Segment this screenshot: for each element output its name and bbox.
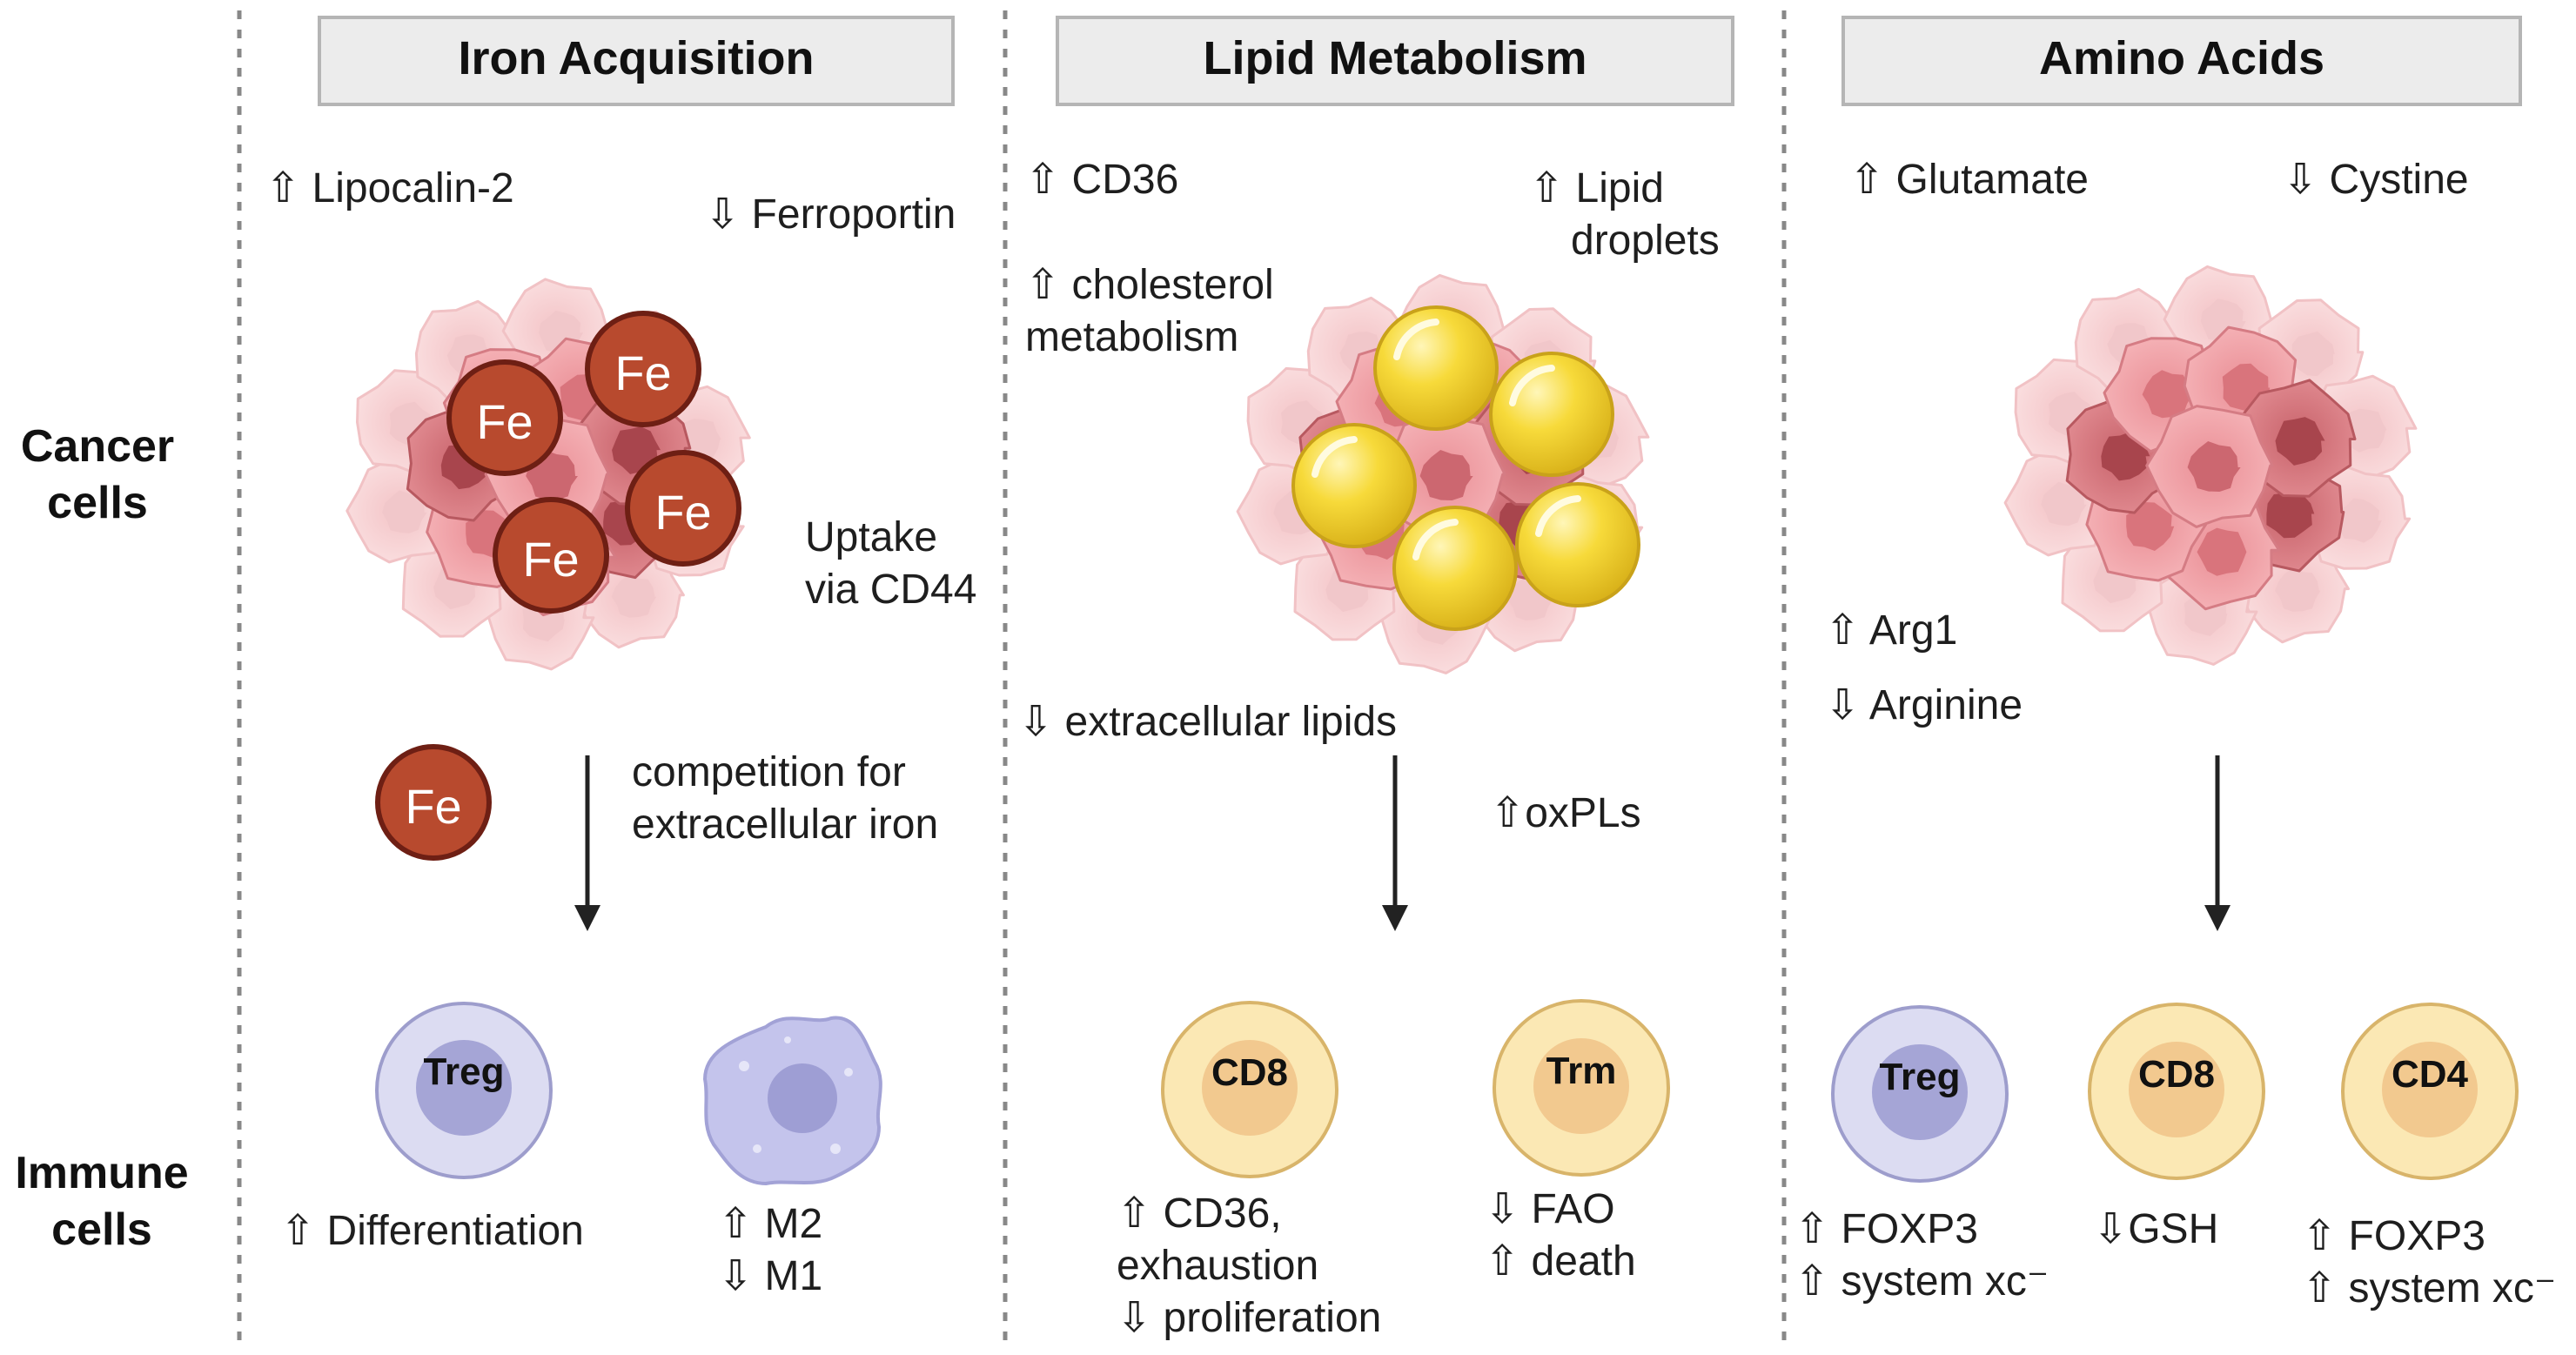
treg-label: Treg xyxy=(1880,1056,1961,1098)
cd4-caption-line1: ⇧ FOXP3 xyxy=(2302,1213,2485,1259)
row-label-cancer-line2: cells xyxy=(47,478,148,528)
tumor-cell-nucleus xyxy=(1419,450,1473,500)
extracellular-iron-ion: Fe xyxy=(375,744,492,861)
macrophage-cell xyxy=(702,1016,882,1186)
iron-ion: Fe xyxy=(446,359,563,476)
svg-text:Fe: Fe xyxy=(522,532,579,587)
header-lipid-title: Lipid Metabolism xyxy=(1203,32,1587,84)
lipid-droplets-label-line1: ⇧ Lipid xyxy=(1529,165,1664,211)
row-label-cancer: Cancer cells xyxy=(21,421,174,528)
tumor-cell-nucleus xyxy=(2341,408,2387,453)
tumor-cell-nucleus xyxy=(2266,489,2315,539)
glutamate-label: ⇧ Glutamate xyxy=(1849,157,2089,203)
svg-text:Fe: Fe xyxy=(476,394,533,449)
competition-label-line1: competition for xyxy=(632,749,906,795)
tumor-cell-nucleus xyxy=(2142,370,2192,419)
cd4-label: CD4 xyxy=(2392,1053,2469,1096)
tumor-cell-nucleus xyxy=(2291,331,2335,377)
amino-panel-content: ⇧ Glutamate ⇩ Cystine ⇧ Arg1 ⇩ Arginine … xyxy=(1794,157,2556,1311)
uptake-label-line1: Uptake xyxy=(805,514,937,560)
tumor-cell-nucleus xyxy=(2187,441,2241,492)
cd4-caption-line2: ⇧ system xc⁻ xyxy=(2302,1265,2556,1311)
lipocalin-label: ⇧ Lipocalin-2 xyxy=(265,165,514,211)
iron-ion: Fe xyxy=(585,311,701,427)
trm-cell: Trm xyxy=(1493,999,1670,1177)
header-lipid: Lipid Metabolism xyxy=(1056,16,1734,106)
cd8-caption-line3: ⇩ proliferation xyxy=(1117,1295,1381,1341)
treg-cell-amino: Treg xyxy=(1831,1005,2009,1183)
lipid-droplet xyxy=(1291,423,1417,548)
tumor-cell-nucleus xyxy=(2275,567,2321,612)
iron-ion: Fe xyxy=(493,497,609,614)
ferroportin-label: ⇩ Ferroportin xyxy=(705,191,956,238)
uptake-label-line2: via CD44 xyxy=(805,567,976,613)
lipid-droplets-label-line2: droplets xyxy=(1571,218,1720,264)
lipid-droplet xyxy=(1515,482,1640,607)
cd4-cell: CD4 xyxy=(2341,1003,2519,1180)
arrow-iron xyxy=(574,755,600,931)
panel-dividers xyxy=(237,10,1787,1345)
cd8-cell-amino: CD8 xyxy=(2088,1003,2265,1180)
oxpls-label: ⇧oxPLs xyxy=(1490,790,1641,836)
treg-cell-iron: Treg xyxy=(375,1002,553,1179)
tumor-cell-nucleus xyxy=(611,574,657,618)
treg-label: Treg xyxy=(424,1050,505,1093)
cholesterol-label-line2: metabolism xyxy=(1025,314,1238,360)
svg-text:Fe: Fe xyxy=(405,779,461,834)
lipid-droplet xyxy=(1392,506,1518,631)
treg-caption-line1: ⇧ FOXP3 xyxy=(1794,1206,1978,1252)
competition-label-line2: extracellular iron xyxy=(632,802,938,848)
differentiation-label: ⇧ Differentiation xyxy=(280,1208,584,1254)
tumor-cell-nucleus xyxy=(2275,417,2325,466)
treg-caption-line2: ⇧ system xc⁻ xyxy=(1794,1258,2049,1305)
row-label-immune-line1: Immune xyxy=(15,1148,188,1198)
header-amino: Amino Acids xyxy=(1841,16,2522,106)
gsh-label: ⇩GSH xyxy=(2093,1206,2218,1252)
tumor-cell-nucleus xyxy=(2041,481,2087,527)
lipid-panel-content: ⇧ CD36 ⇧ cholesterol metabolism ⇧ Lipid … xyxy=(1018,157,1720,1341)
arginine-label: ⇩ Arginine xyxy=(1825,682,2023,728)
fao-label: ⇩ FAO xyxy=(1485,1186,1615,1232)
header-iron-title: Iron Acquisition xyxy=(459,32,815,84)
arg1-label: ⇧ Arg1 xyxy=(1825,607,1957,654)
cystine-label: ⇩ Cystine xyxy=(2283,157,2469,203)
iron-ion: Fe xyxy=(625,450,741,567)
iron-panel-content: ⇧ Lipocalin-2 ⇩ Ferroportin Fe Fe Fe Fe … xyxy=(265,165,976,1299)
cd36-up-label: ⇧ CD36 xyxy=(1025,157,1178,203)
header-amino-title: Amino Acids xyxy=(2039,32,2324,84)
arrow-lipid xyxy=(1382,755,1408,931)
arrow-amino xyxy=(2204,755,2231,931)
row-label-immune-line2: cells xyxy=(51,1204,152,1255)
death-label: ⇧ death xyxy=(1485,1238,1636,1285)
cd8-caption-line1: ⇧ CD36, xyxy=(1117,1191,1282,1237)
svg-text:Fe: Fe xyxy=(654,485,711,540)
m1-label: ⇩ M1 xyxy=(718,1253,822,1299)
row-label-immune: Immune cells xyxy=(15,1148,188,1255)
extracellular-lipids-label: ⇩ extracellular lipids xyxy=(1018,699,1397,745)
header-iron: Iron Acquisition xyxy=(318,16,955,106)
tumor-cell-nucleus xyxy=(2126,502,2175,551)
cd8-cell-lipid: CD8 xyxy=(1161,1001,1338,1178)
cd8-label: CD8 xyxy=(2138,1053,2215,1096)
svg-text:Fe: Fe xyxy=(614,345,671,400)
tumor-cell-nucleus xyxy=(2101,432,2150,481)
tumor-cell-nucleus xyxy=(382,490,427,533)
lipid-droplet xyxy=(1373,305,1499,431)
cd8-label: CD8 xyxy=(1211,1051,1288,1094)
tumor-cell-nucleus xyxy=(2337,498,2382,543)
tumor-cell-nucleus xyxy=(2197,527,2247,576)
cd8-caption-line2: exhaustion xyxy=(1117,1243,1318,1289)
tumor-cluster-amino xyxy=(2003,265,2418,666)
lipid-droplet xyxy=(1489,352,1614,477)
m2-label: ⇧ M2 xyxy=(718,1201,822,1247)
cholesterol-label-line1: ⇧ cholesterol xyxy=(1025,262,1274,308)
trm-label: Trm xyxy=(1546,1050,1617,1092)
row-label-cancer-line1: Cancer xyxy=(21,421,174,472)
